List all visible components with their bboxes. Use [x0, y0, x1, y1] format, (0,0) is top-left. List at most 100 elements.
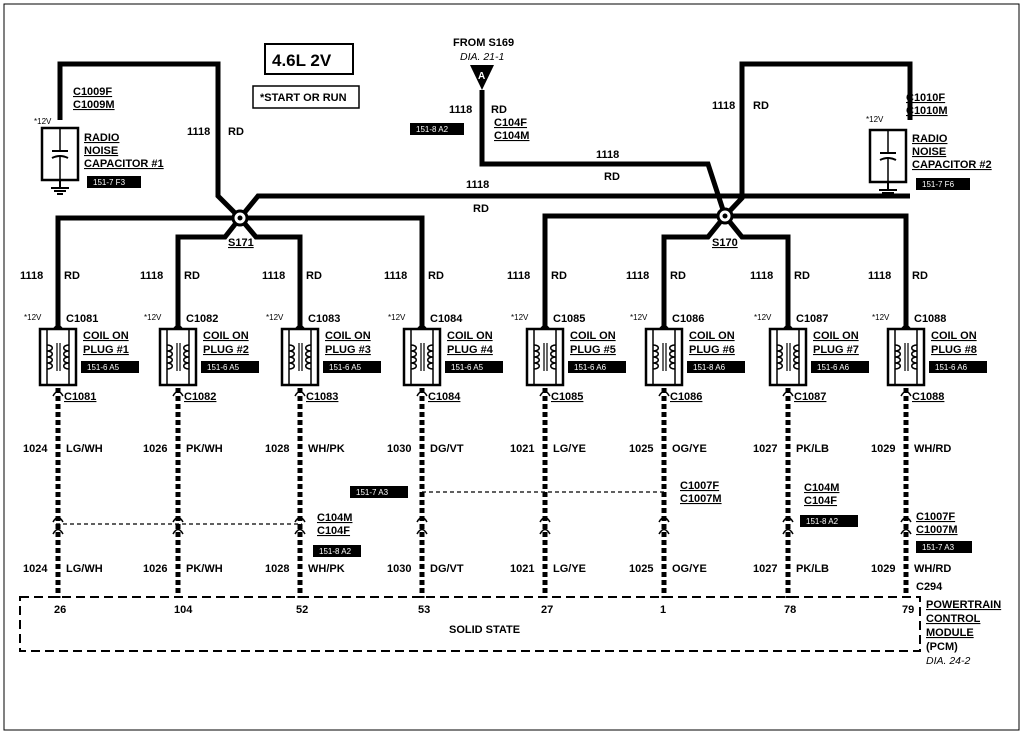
connector-bump-icon [900, 528, 912, 535]
coil-5-connector-bottom: C1085 [551, 391, 583, 403]
pcm-module: C294 SOLID STATE POWERTRAIN CONTROL MODU… [19, 581, 1001, 667]
coil-3-color-bottom: WH/PK [308, 563, 345, 575]
coil-8-name-1: COIL ON [931, 330, 977, 342]
coil-1-ref: 151-6 A5 [87, 363, 120, 372]
coil-4-color-bottom: DG/VT [430, 563, 464, 575]
capacitor-2-icon [868, 128, 908, 184]
capacitor-2-color: RD [753, 100, 769, 112]
coil-2-icon [158, 327, 198, 387]
coil-1-color-bottom: LG/WH [66, 563, 103, 575]
connector-bump-icon [658, 528, 670, 535]
coil-6-feed-circuit: 1118 [626, 270, 649, 282]
splice-s171-center [237, 215, 243, 221]
coil-7-connector-bottom: C1087 [794, 391, 826, 403]
coil-5-circuit-bottom: 1021 [510, 563, 534, 575]
coil-3-feed-circuit: 1118 [262, 270, 285, 282]
coil-1-feed-circuit: 1118 [20, 270, 43, 282]
connector-bump-icon [416, 390, 428, 397]
coil-7-icon [768, 327, 808, 387]
coil-5-color-bottom: LG/YE [553, 563, 586, 575]
coil-8-connector-bottom: C1088 [912, 391, 944, 403]
coil-4-ref-box [445, 361, 503, 373]
coil-5-feed-circuit: 1118 [507, 270, 530, 282]
coil-2-feed-color: RD [184, 270, 200, 282]
coil-6-circuit-bottom: 1025 [629, 563, 653, 575]
coil-6-color-bottom: OG/YE [672, 563, 707, 575]
coil-3-name-1: COIL ON [325, 330, 371, 342]
coil-7-feed-circuit: 1118 [750, 270, 773, 282]
capacitor-2-voltage: *12V [866, 115, 884, 124]
splice-s171-label: S171 [228, 237, 254, 249]
inline-1-ref-box [313, 545, 361, 557]
source-ref: DIA. 21-1 [460, 51, 504, 63]
connector-bump-icon [172, 516, 184, 523]
connector-bump-icon [782, 390, 794, 397]
connector-bump-icon [539, 528, 551, 535]
pcm-name-2: CONTROL [926, 613, 981, 625]
coil-4-color-top: DG/VT [430, 443, 464, 455]
capacitor-1-color: RD [228, 126, 244, 138]
pcm-name-3: MODULE [926, 627, 974, 639]
link-1-circuit: 1118 [596, 149, 619, 161]
coil-1-color-top: LG/WH [66, 443, 103, 455]
capacitor-2-name-2: NOISE [912, 146, 946, 158]
coil-8-name-2: PLUG #8 [931, 344, 977, 356]
capacitor-1-conn-bot: C1009M [73, 99, 115, 111]
harness-wires [55, 61, 913, 328]
coil-5-feed-color: RD [551, 270, 567, 282]
link-2-color: RD [473, 203, 489, 215]
coil-2-ref-box [201, 361, 259, 373]
pcm-name-1: POWERTRAIN [926, 599, 1001, 611]
coil-5-icon [525, 327, 565, 387]
coil-2-voltage: *12V [144, 313, 162, 322]
coil-6-pcm-pin: 1 [660, 604, 666, 616]
splice-s170-center [722, 213, 728, 219]
connector-bump-icon [52, 528, 64, 535]
coil-5-ref: 151-6 A6 [574, 363, 607, 372]
coil-2-pcm-pin: 104 [174, 604, 193, 616]
coil-2-connector: C1082 [186, 313, 218, 325]
coil-4-voltage: *12V [388, 313, 406, 322]
coil-6-connector: C1086 [672, 313, 704, 325]
coil-4-connector: C1084 [430, 313, 463, 325]
coil-3-ref: 151-6 A5 [329, 363, 362, 372]
coil-8-pcm-pin: 79 [902, 604, 914, 616]
coil-6-ref-box [687, 361, 745, 373]
coil-1-name-2: PLUG #1 [83, 344, 129, 356]
coil-8-ref: 151-6 A6 [935, 363, 968, 372]
coil-6-name-1: COIL ON [689, 330, 735, 342]
connector-bump-icon [658, 516, 670, 523]
pcm-name-4: (PCM) [926, 641, 958, 653]
source-color: RD [491, 104, 507, 116]
coil-2-name-2: PLUG #2 [203, 344, 249, 356]
connector-bump-icon [294, 390, 306, 397]
coil-1-name-1: COIL ON [83, 330, 129, 342]
inline-3-bot: C104F [804, 495, 837, 507]
connector-bump-icon [416, 528, 428, 535]
coil-2-connector-bottom: C1082 [184, 391, 216, 403]
inline-2-bot: C1007M [680, 493, 722, 505]
inline-2-ref-box [350, 486, 408, 498]
coil-5-voltage: *12V [511, 313, 529, 322]
coil-1-circuit-top: 1024 [23, 443, 48, 455]
capacitor-1-icon [40, 126, 80, 182]
inline-2-ref: 151-7 A3 [356, 488, 389, 497]
coil-4-icon [402, 327, 442, 387]
coil-7-ref-box [811, 361, 869, 373]
capacitor-1-name-3: CAPACITOR #1 [84, 158, 164, 170]
coil-3-color-top: WH/PK [308, 443, 345, 455]
coil-4-feed-circuit: 1118 [384, 270, 407, 282]
coil-6-name-2: PLUG #6 [689, 344, 735, 356]
connector-bump-icon [52, 516, 64, 523]
inline-3-ref-box [800, 515, 858, 527]
coil-7-color-top: PK/LB [796, 443, 829, 455]
pcm-box [19, 596, 921, 652]
coil-6-feed-color: RD [670, 270, 686, 282]
coil-5-connector: C1085 [553, 313, 585, 325]
source-conn-top: C104F [494, 117, 527, 129]
